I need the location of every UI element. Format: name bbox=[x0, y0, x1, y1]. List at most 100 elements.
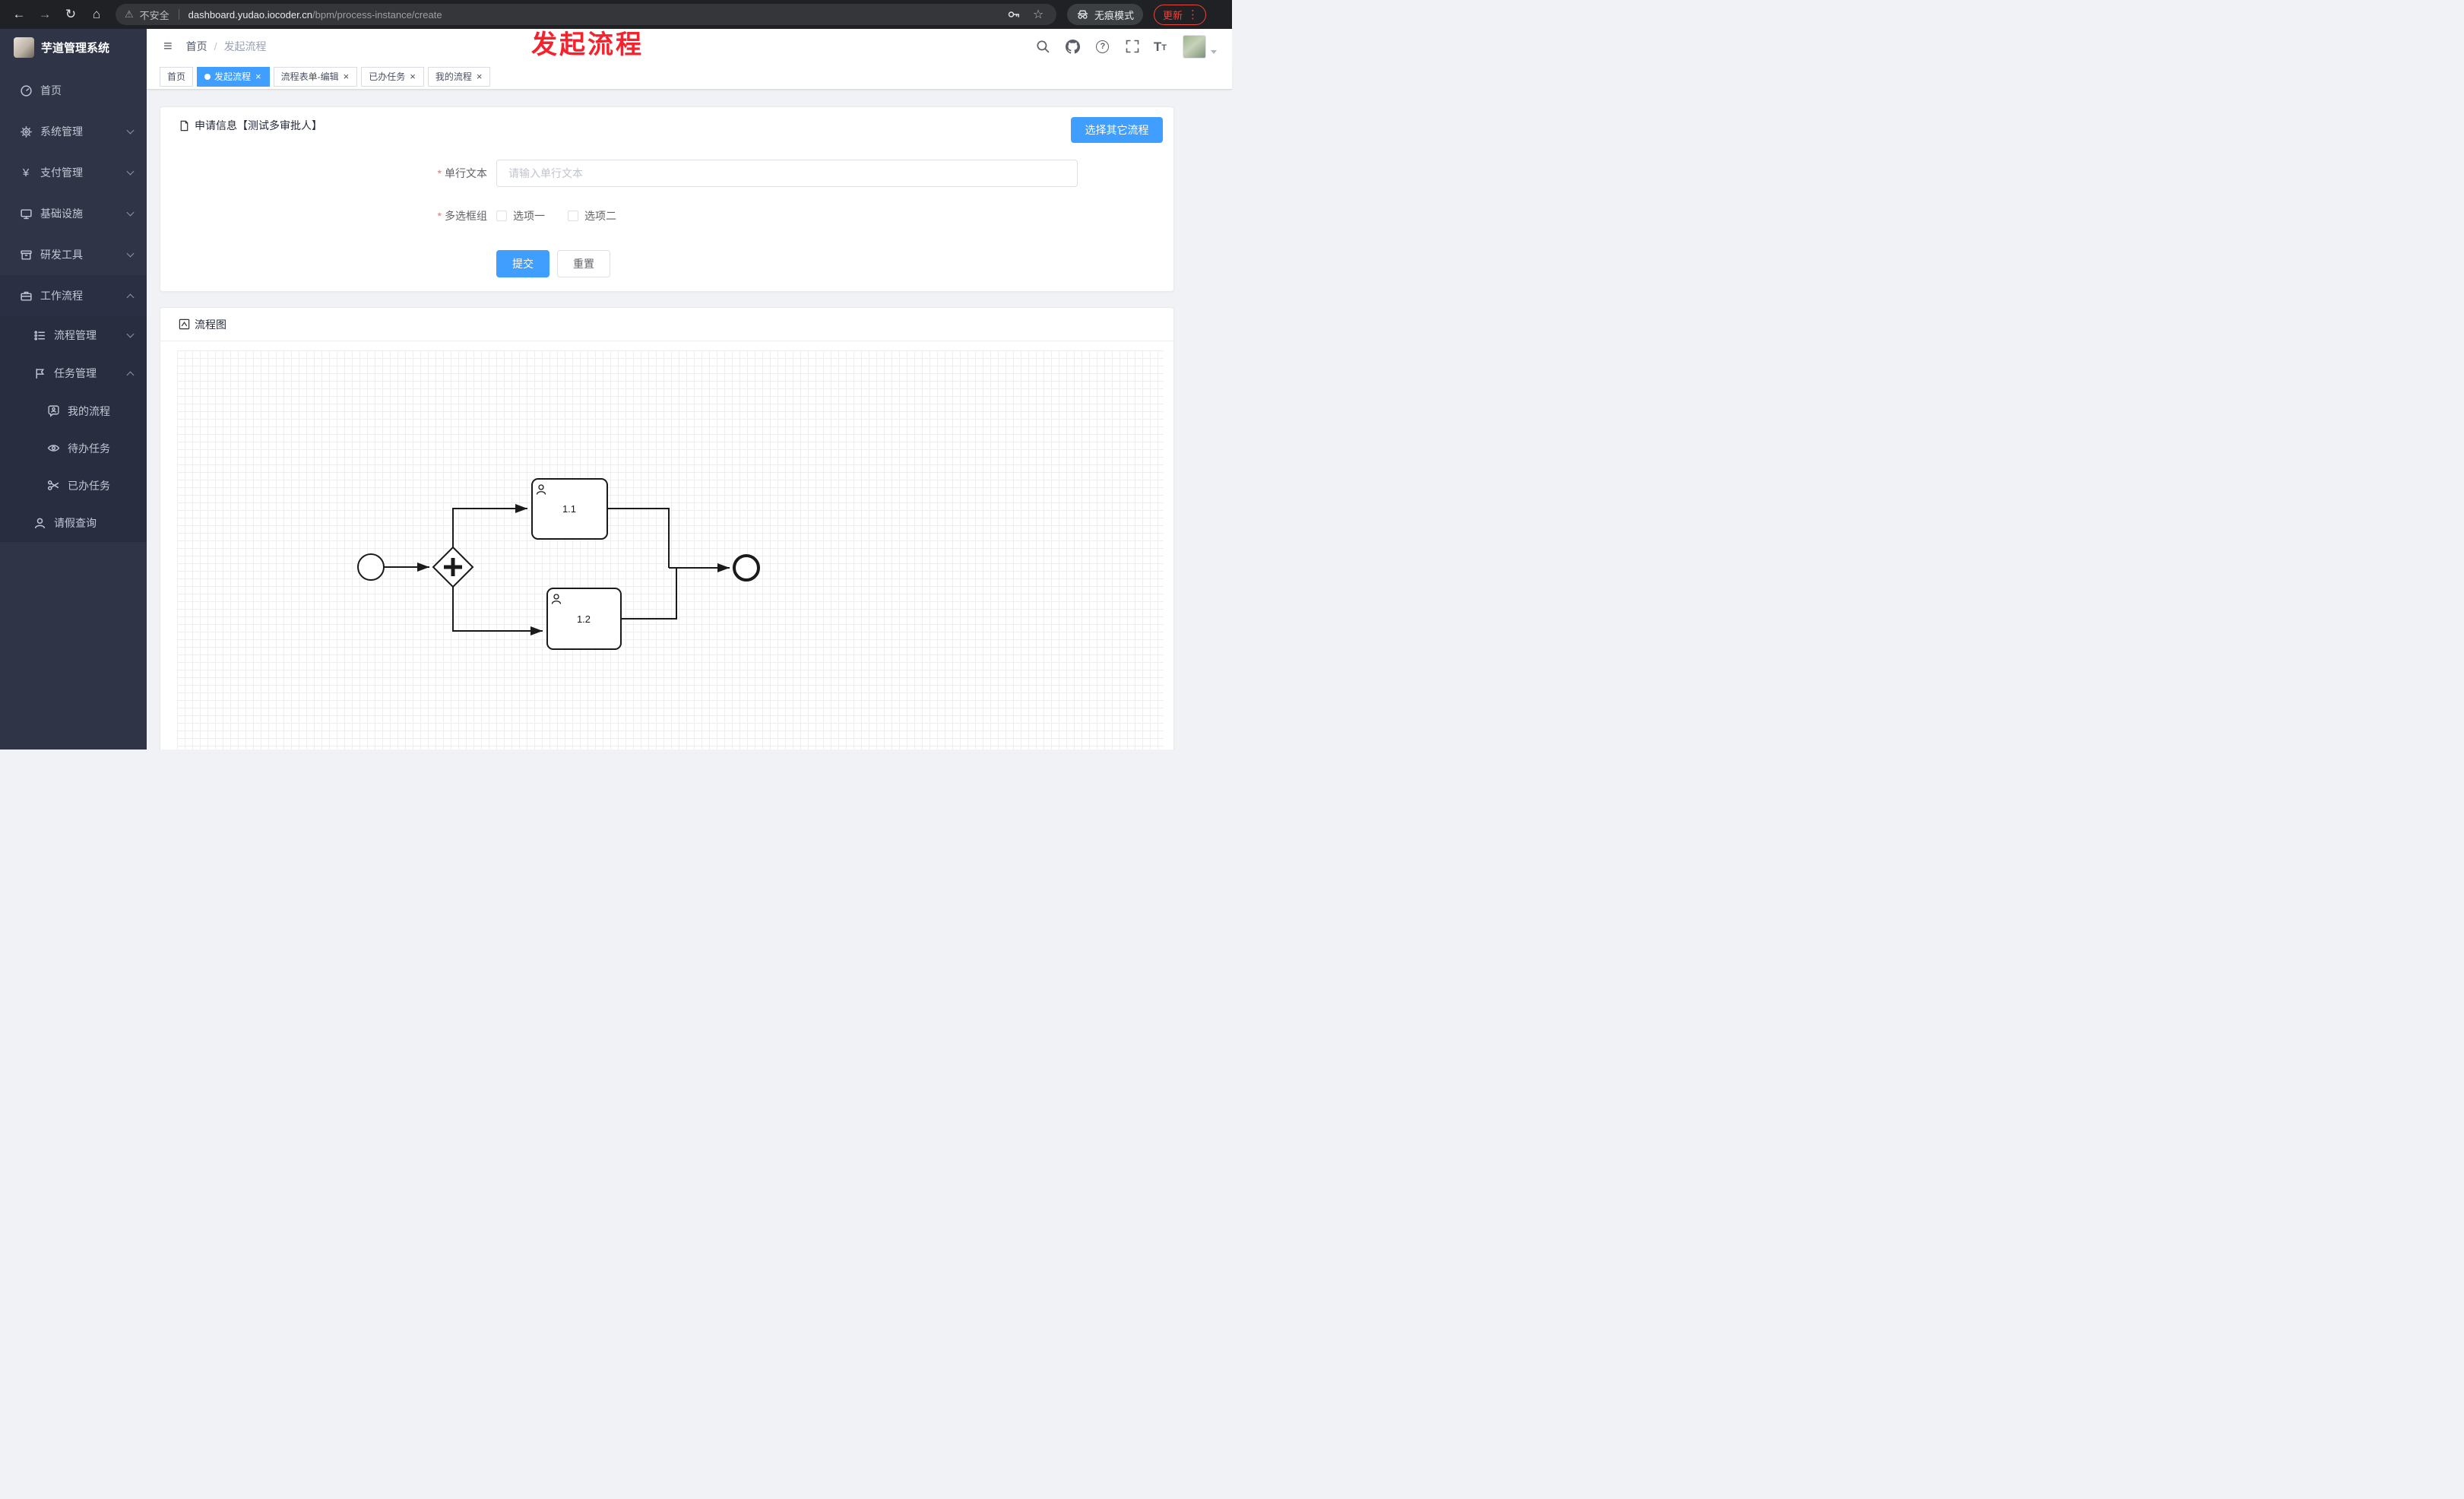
apply-card-title-text: 申请信息【测试多审批人】 bbox=[195, 119, 322, 132]
submit-button[interactable]: 提交 bbox=[496, 250, 549, 277]
monitor-icon bbox=[17, 208, 35, 220]
checkbox-label: 选项二 bbox=[584, 210, 616, 222]
single-line-text-input[interactable] bbox=[496, 160, 1078, 187]
tab-done-tasks[interactable]: 已办任务 × bbox=[361, 66, 424, 87]
sidebar-item-label: 待办任务 bbox=[68, 442, 110, 455]
close-icon[interactable]: × bbox=[410, 71, 416, 82]
sidebar-item-label: 工作流程 bbox=[40, 290, 83, 302]
sidebar-item-task-mgmt[interactable]: 任务管理 bbox=[0, 354, 147, 392]
close-icon[interactable]: × bbox=[476, 71, 483, 82]
sidebar-item-infra[interactable]: 基础设施 bbox=[0, 193, 147, 234]
bpmn-canvas[interactable]: 1.1 1.2 bbox=[177, 350, 1164, 750]
url-host: dashboard.yudao.iocoder.cn bbox=[188, 8, 313, 21]
security-label: 不安全 bbox=[139, 9, 169, 21]
tab-label: 流程表单-编辑 bbox=[280, 71, 339, 82]
sidebar-item-label: 系统管理 bbox=[40, 125, 83, 138]
checkbox-option-2[interactable]: 选项二 bbox=[568, 208, 616, 223]
breadcrumb-home[interactable]: 首页 bbox=[185, 40, 207, 52]
address-bar[interactable]: ⚠ 不安全 dashboard.yudao.iocoder.cn/bpm/pro… bbox=[116, 4, 1056, 25]
form-buttons: 提交 重置 bbox=[496, 250, 610, 277]
chat-person-icon bbox=[44, 404, 62, 417]
sidebar-item-home[interactable]: 首页 bbox=[0, 70, 147, 111]
flag-icon bbox=[30, 367, 49, 380]
sidebar-fold-icon[interactable]: ≡ bbox=[163, 38, 173, 55]
browser-update-menu[interactable]: 更新 ⋮ bbox=[1154, 4, 1207, 25]
chevron-up-icon bbox=[126, 293, 135, 301]
flow-edge bbox=[452, 504, 527, 547]
flow-diagram-card: 流程图 bbox=[160, 307, 1174, 750]
close-icon[interactable]: × bbox=[255, 71, 261, 82]
tab-label: 发起流程 bbox=[214, 71, 252, 82]
user-menu[interactable] bbox=[1183, 34, 1217, 59]
sidebar-item-todo-tasks[interactable]: 待办任务 bbox=[0, 429, 147, 467]
flow-card-title-text: 流程图 bbox=[195, 318, 226, 331]
user-icon bbox=[536, 484, 546, 495]
briefcase-icon bbox=[17, 290, 35, 303]
sidebar-item-process-mgmt[interactable]: 流程管理 bbox=[0, 316, 147, 354]
yen-icon: ¥ bbox=[22, 166, 30, 179]
incognito-icon bbox=[1077, 10, 1088, 19]
tab-home[interactable]: 首页 bbox=[160, 66, 194, 87]
active-dot bbox=[204, 73, 211, 80]
eye-icon bbox=[44, 442, 62, 455]
tab-form-edit[interactable]: 流程表单-编辑 × bbox=[273, 66, 358, 87]
help-icon[interactable]: ? bbox=[1094, 38, 1111, 55]
search-icon[interactable] bbox=[1035, 38, 1052, 55]
caret-down-icon bbox=[1211, 49, 1217, 54]
incognito-badge: 无痕模式 bbox=[1067, 4, 1144, 25]
main-content: 申请信息【测试多审批人】 选择其它流程 *单行文本 *多选框组 选项一 选项二 … bbox=[147, 90, 1232, 750]
sidebar-item-label: 我的流程 bbox=[68, 404, 110, 417]
sidebar-item-label: 基础设施 bbox=[40, 208, 83, 220]
sidebar-item-workflow[interactable]: 工作流程 bbox=[0, 275, 147, 316]
checkbox-option-1[interactable]: 选项一 bbox=[496, 208, 545, 223]
workflow-submenu: 流程管理 任务管理 我的流程 bbox=[0, 316, 147, 542]
apply-card-title: 申请信息【测试多审批人】 bbox=[179, 118, 322, 133]
incognito-label: 无痕模式 bbox=[1094, 9, 1135, 21]
sidebar-item-my-process[interactable]: 我的流程 bbox=[0, 392, 147, 429]
flow-edge bbox=[621, 568, 677, 620]
choose-other-process-button[interactable]: 选择其它流程 bbox=[1071, 117, 1163, 143]
bookmark-star-icon[interactable]: ☆ bbox=[1032, 8, 1044, 21]
start-event[interactable] bbox=[357, 553, 385, 581]
home-button[interactable]: ⌂ bbox=[92, 7, 101, 21]
back-button[interactable]: ← bbox=[12, 7, 26, 21]
sidebar-item-label: 首页 bbox=[40, 84, 62, 97]
end-event[interactable] bbox=[733, 554, 760, 582]
chevron-down-icon bbox=[126, 126, 135, 135]
reset-button[interactable]: 重置 bbox=[557, 250, 610, 277]
fullscreen-icon[interactable] bbox=[1124, 38, 1141, 55]
password-key-icon[interactable] bbox=[1005, 5, 1023, 24]
sidebar-item-done-tasks[interactable]: 已办任务 bbox=[0, 467, 147, 504]
sidebar-item-label: 请假查询 bbox=[54, 517, 97, 529]
app-logo[interactable]: 芋道管理系统 bbox=[0, 29, 147, 65]
sidebar-item-leave-query[interactable]: 请假查询 bbox=[0, 504, 147, 542]
forward-button[interactable]: → bbox=[38, 7, 52, 21]
toolbox-icon bbox=[17, 249, 35, 261]
security-warning-icon: ⚠ bbox=[125, 8, 134, 20]
chevron-up-icon bbox=[126, 371, 135, 379]
tab-my-process[interactable]: 我的流程 × bbox=[427, 66, 491, 87]
flow-edge bbox=[607, 508, 670, 568]
url-text: dashboard.yudao.iocoder.cn/bpm/process-i… bbox=[188, 9, 442, 21]
app-title: 芋道管理系统 bbox=[41, 41, 110, 55]
sidebar-item-devtools[interactable]: 研发工具 bbox=[0, 234, 147, 275]
sidebar-item-label: 流程管理 bbox=[54, 329, 97, 341]
sidebar-item-system[interactable]: 系统管理 bbox=[0, 111, 147, 152]
required-mark: * bbox=[437, 167, 442, 179]
task-label: 1.1 bbox=[562, 503, 576, 515]
tab-initiate-process[interactable]: 发起流程 × bbox=[197, 66, 270, 87]
field-label-checkbox-group: *多选框组 bbox=[437, 210, 487, 222]
user-task-1-1[interactable]: 1.1 bbox=[531, 478, 608, 540]
close-icon[interactable]: × bbox=[343, 71, 350, 82]
sidebar-item-payment[interactable]: ¥ 支付管理 bbox=[0, 152, 147, 193]
bpmn-diagram: 1.1 1.2 bbox=[357, 478, 760, 650]
reload-button[interactable]: ↻ bbox=[65, 7, 77, 21]
user-task-1-2[interactable]: 1.2 bbox=[546, 588, 622, 650]
sidebar-item-label: 任务管理 bbox=[54, 367, 97, 379]
user-icon bbox=[551, 594, 562, 604]
browser-chrome: ← → ↻ ⌂ ⚠ 不安全 dashboard.yudao.iocoder.cn… bbox=[0, 0, 1232, 29]
github-icon[interactable] bbox=[1065, 38, 1082, 55]
